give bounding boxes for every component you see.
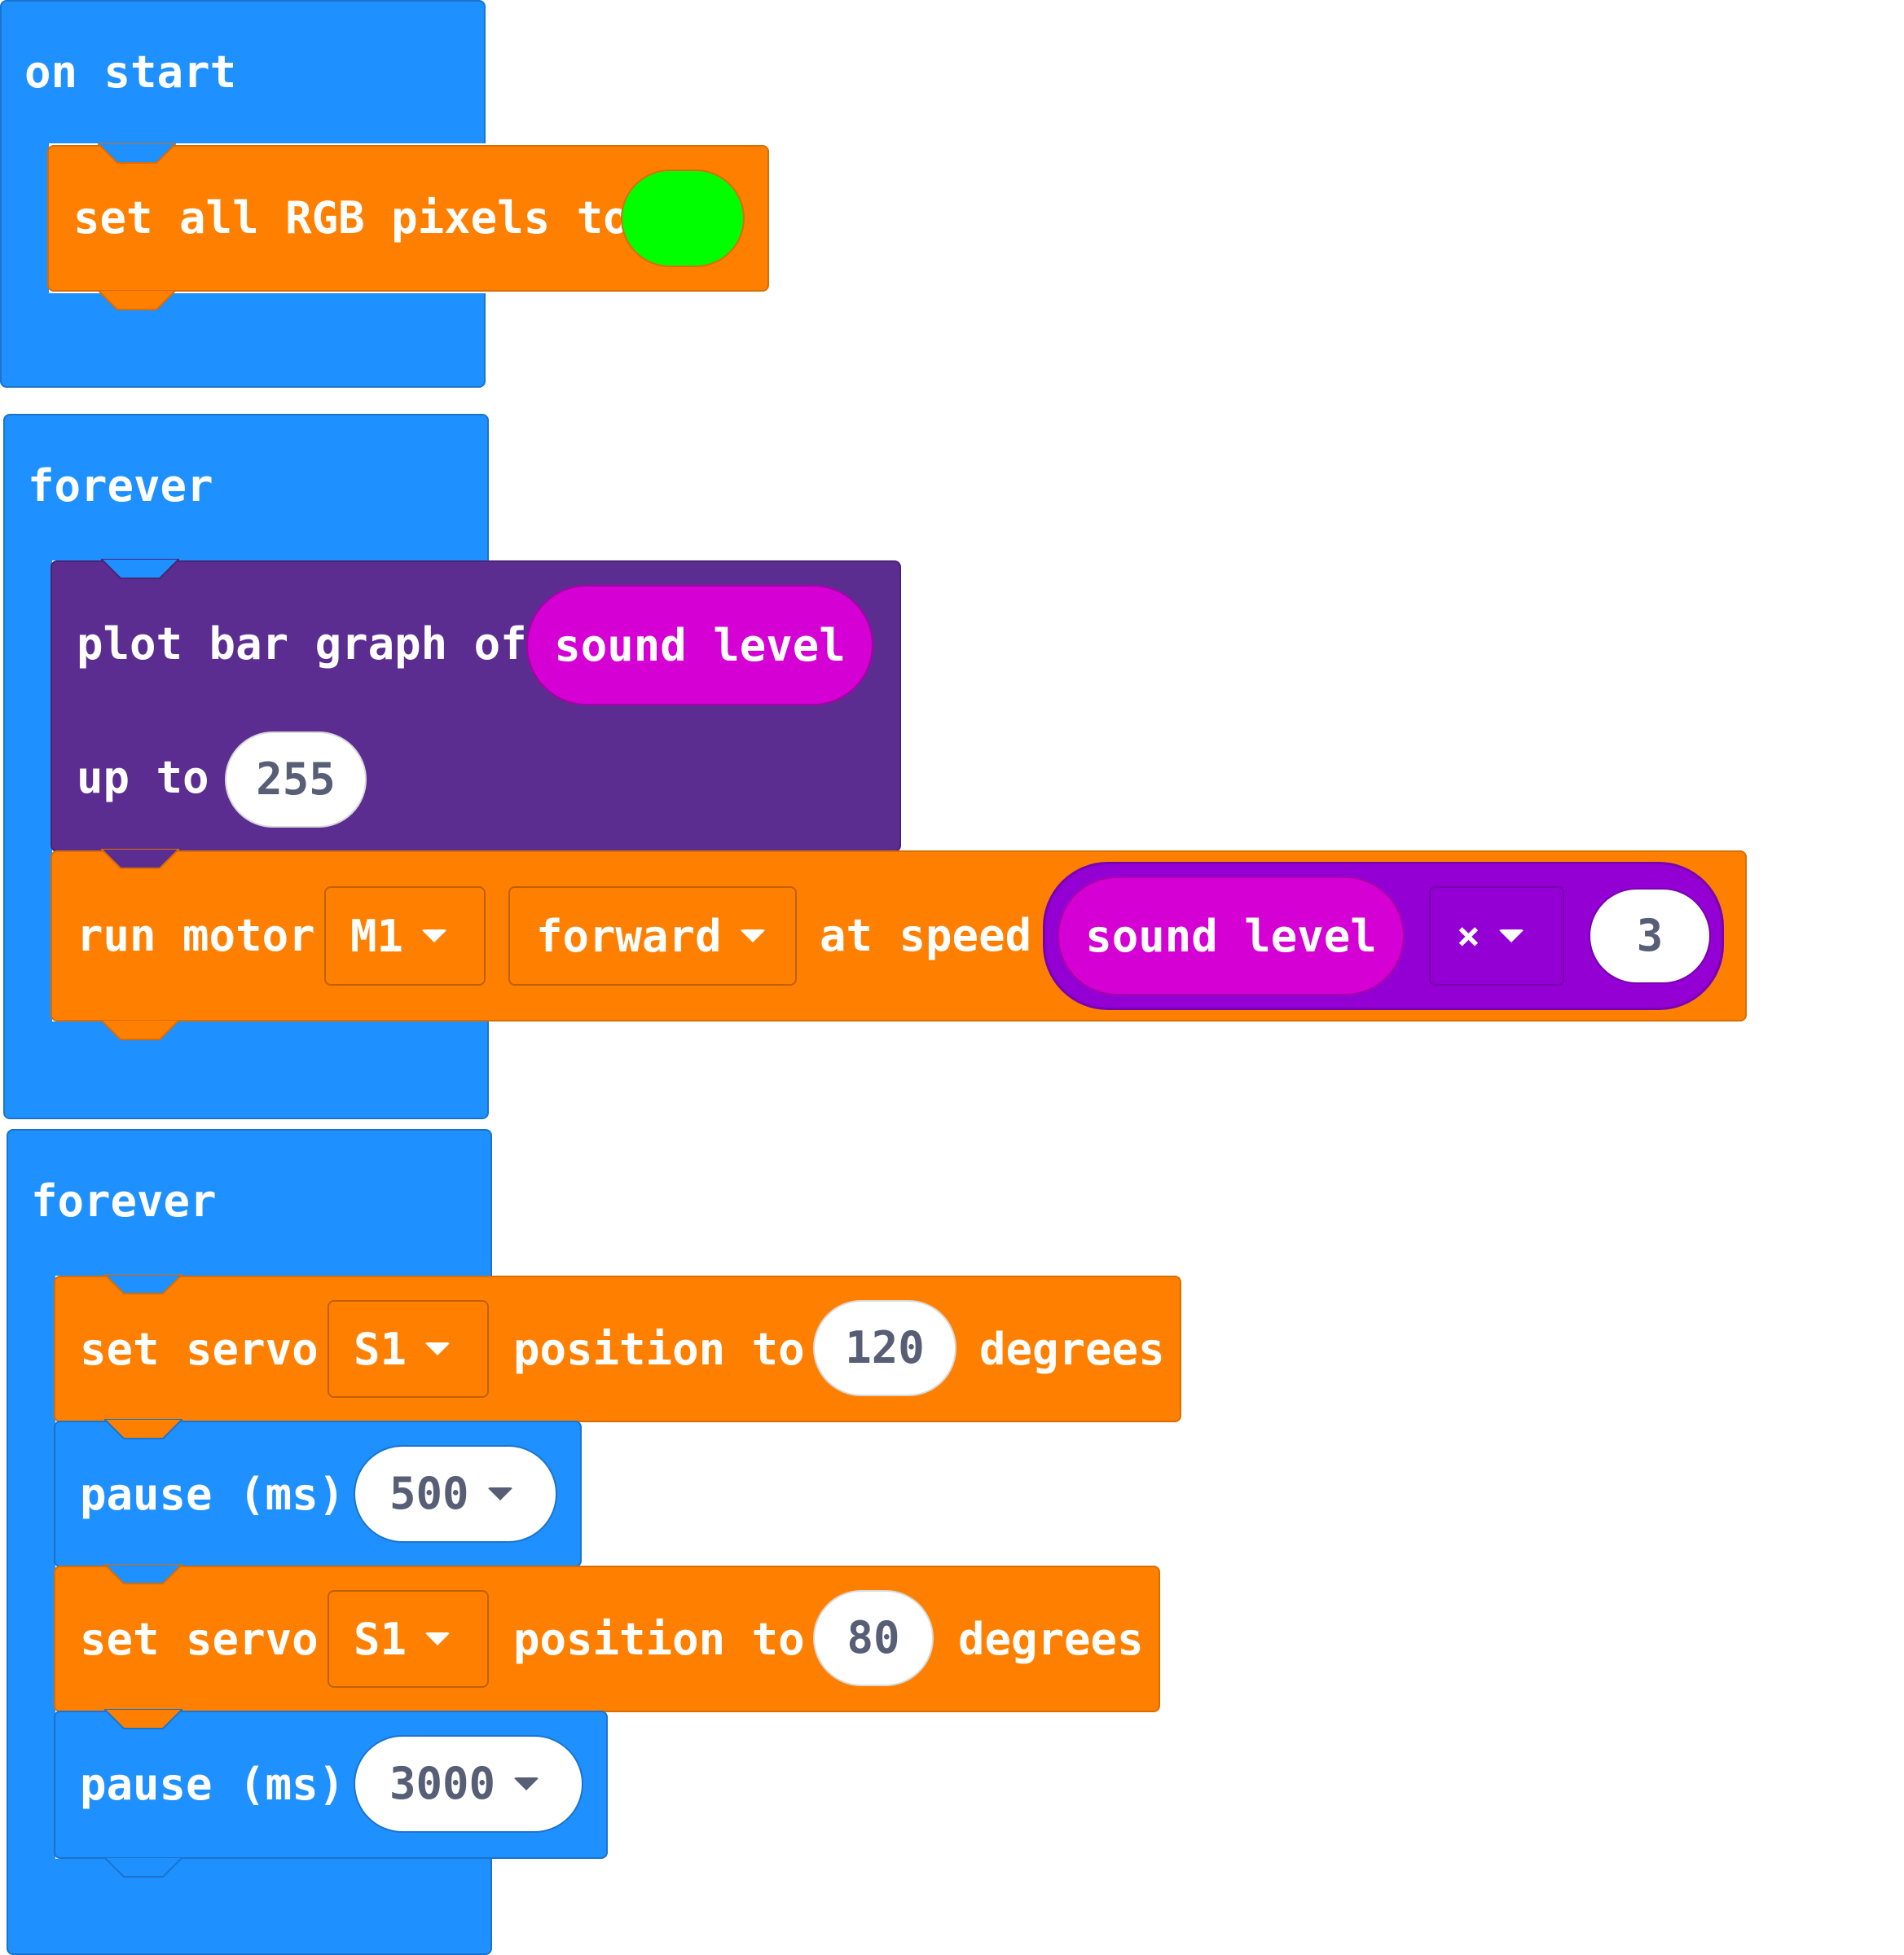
set-servo-block-2[interactable] (54, 1566, 1160, 1712)
motor-value: M1 (350, 910, 404, 962)
pause-value-2: 3000 (389, 1758, 496, 1809)
operator-dropdown[interactable]: × (1429, 886, 1564, 986)
multiplier-input[interactable]: 3 (1589, 888, 1711, 984)
pause-value-dropdown-1[interactable]: 500 (354, 1445, 557, 1543)
operator-value: × (1457, 913, 1480, 959)
set-servo-label-2: set servo (80, 1614, 319, 1665)
at-speed-label: at speed (820, 910, 1032, 961)
chevron-down-icon (486, 1487, 513, 1500)
set-all-rgb-label: set all RGB pixels to (73, 192, 630, 244)
chevron-down-icon (424, 1342, 451, 1355)
notch-icon (104, 1274, 182, 1294)
pause-label-2: pause (ms) (80, 1759, 345, 1810)
servo-angle-input-2[interactable]: 80 (813, 1590, 934, 1686)
motor-dropdown[interactable]: M1 (324, 886, 486, 986)
position-to-label-1: position to (513, 1324, 805, 1375)
chevron-down-icon (739, 929, 766, 942)
chevron-down-icon (421, 929, 448, 942)
servo-angle-input-1[interactable]: 120 (813, 1300, 956, 1396)
pause-value-dropdown-2[interactable]: 3000 (354, 1735, 583, 1833)
notch-icon (104, 1419, 182, 1439)
pause-label-1: pause (ms) (80, 1469, 345, 1520)
position-to-label-2: position to (513, 1614, 805, 1665)
servo-dropdown-2[interactable]: S1 (328, 1590, 489, 1688)
notch-icon (101, 849, 179, 869)
chevron-down-icon (424, 1632, 451, 1645)
notch-icon (101, 559, 179, 579)
pause-value-1: 500 (389, 1468, 469, 1519)
direction-dropdown[interactable]: forward (508, 886, 797, 986)
sound-level-block-2[interactable]: sound level (1058, 876, 1405, 995)
degrees-label-2: degrees (958, 1614, 1144, 1665)
on-start-label: on start (24, 46, 237, 98)
set-servo-label-1: set servo (80, 1324, 319, 1375)
notch-icon (101, 1020, 179, 1040)
plot-bar-graph-label: plot bar graph of (77, 618, 527, 670)
degrees-label-1: degrees (979, 1324, 1165, 1375)
set-servo-block-1[interactable] (54, 1276, 1181, 1422)
direction-value: forward (536, 910, 722, 962)
notch-icon (98, 143, 176, 164)
up-to-label: up to (77, 752, 209, 803)
notch-icon (104, 1857, 182, 1878)
forever-label-1: forever (28, 460, 213, 512)
servo-value-1: S1 (354, 1323, 407, 1375)
notch-icon (104, 1564, 182, 1584)
up-to-value-input[interactable]: 255 (225, 731, 367, 828)
chevron-down-icon (1497, 929, 1524, 942)
servo-dropdown-1[interactable]: S1 (328, 1300, 489, 1398)
servo-value-2: S1 (354, 1613, 407, 1665)
chevron-down-icon (513, 1777, 540, 1790)
notch-icon (98, 290, 176, 310)
rgb-color-swatch[interactable] (621, 169, 745, 267)
run-motor-label: run motor (77, 910, 315, 961)
forever-label-2: forever (31, 1175, 217, 1227)
sound-level-block-1[interactable]: sound level (526, 585, 873, 705)
notch-icon (104, 1709, 182, 1729)
